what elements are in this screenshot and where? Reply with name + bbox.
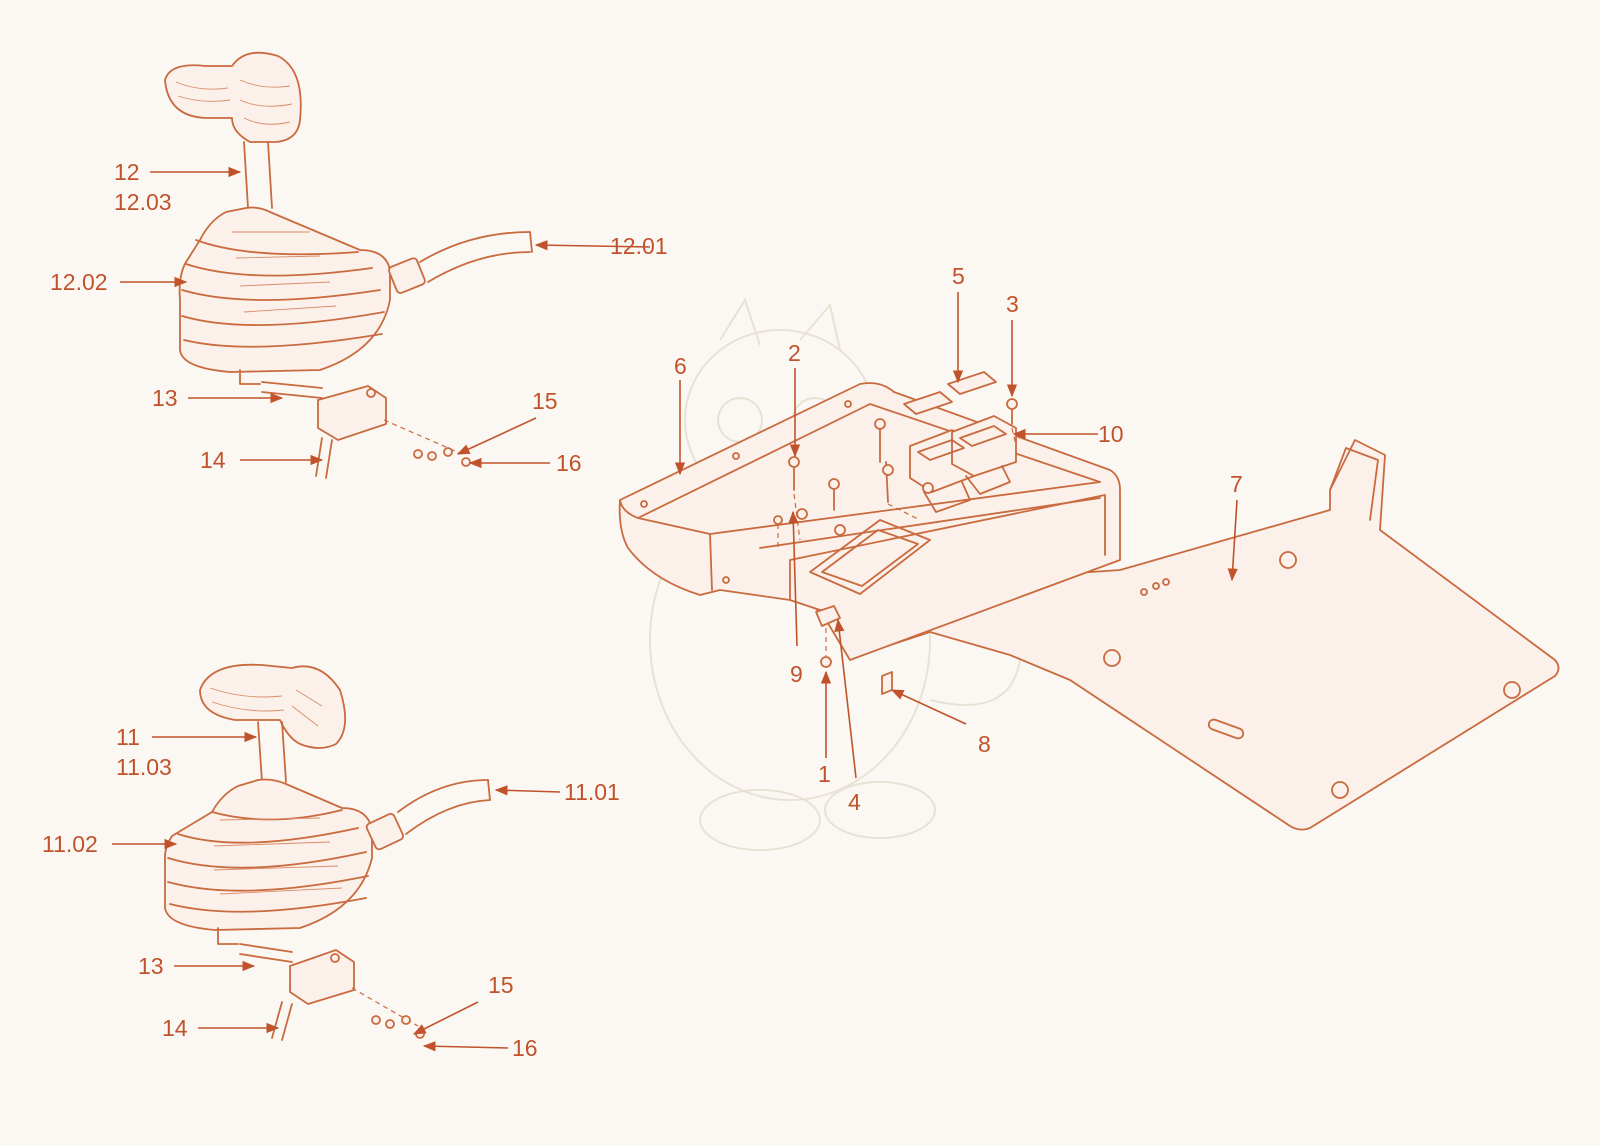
callout-2: 2 — [788, 340, 801, 366]
callout-3: 3 — [1006, 291, 1019, 317]
screws-2-3-9 — [773, 398, 1018, 548]
joystick-12-shaft — [243, 141, 273, 209]
callout-12-01: 12.01 — [610, 233, 668, 259]
joystick-11-shaft — [257, 721, 287, 783]
joystick-11-switch-block — [289, 949, 355, 1005]
callout-12: 12 — [114, 159, 140, 185]
callout-5: 5 — [952, 263, 965, 289]
callout-15-upper: 15 — [532, 388, 558, 414]
joystick-11-grip — [199, 663, 346, 749]
callout-7: 7 — [1230, 471, 1243, 497]
callout-11-03: 11.03 — [116, 754, 172, 780]
fasteners-1-4-8 — [815, 605, 893, 695]
callout-14-lower: 14 — [162, 1015, 188, 1041]
joystick-11-cable — [365, 779, 491, 851]
callout-10: 10 — [1098, 421, 1124, 447]
callout-13-lower: 13 — [138, 953, 164, 979]
callout-labels: 12 12.03 12.01 12.02 13 15 14 16 11 11.0… — [42, 159, 1243, 1061]
callout-15-lower: 15 — [488, 972, 514, 998]
callout-12-02: 12.02 — [50, 269, 108, 295]
callout-11-01: 11.01 — [564, 779, 620, 805]
callout-16-lower: 16 — [512, 1035, 538, 1061]
callout-13-upper: 13 — [152, 385, 178, 411]
callout-11: 11 — [116, 724, 140, 750]
callout-11-02: 11.02 — [42, 831, 98, 857]
callout-4: 4 — [848, 789, 861, 815]
callout-16-upper: 16 — [556, 450, 582, 476]
joystick-11-assembly — [163, 663, 491, 1041]
joystick-12-grip — [164, 51, 302, 143]
joystick-11-rubber-boot — [163, 778, 373, 931]
callout-6: 6 — [674, 353, 687, 379]
joystick-12-cable — [388, 231, 533, 294]
callout-8: 8 — [978, 731, 991, 757]
joystick-12-rubber-boot — [178, 206, 391, 373]
switch-cover-5 — [903, 371, 997, 415]
base-plate-7 — [799, 439, 1560, 831]
joystick-12-switch-block — [317, 385, 387, 441]
leader-lines — [112, 166, 1238, 1052]
switch-housing-10 — [909, 415, 1017, 513]
joystick-12-assembly — [164, 51, 533, 479]
callout-9: 9 — [790, 661, 803, 687]
callout-12-03: 12.03 — [114, 189, 172, 215]
console-assembly — [618, 371, 1560, 831]
callout-14-upper: 14 — [200, 447, 226, 473]
callout-1: 1 — [818, 761, 831, 787]
